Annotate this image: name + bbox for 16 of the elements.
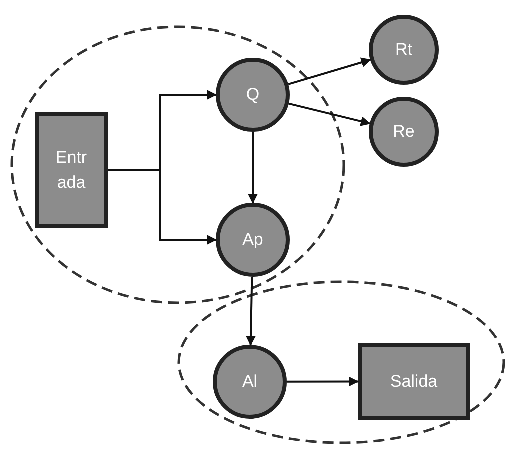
node-label: Rt [396, 39, 412, 62]
arrow [248, 132, 258, 204]
process-box [35, 112, 108, 228]
node-label: Entr ada [54, 146, 88, 194]
arrow [288, 102, 371, 126]
group-ellipse [10, 25, 346, 305]
arrow [246, 276, 256, 346]
arrow [287, 376, 359, 387]
node-label: Re [393, 121, 415, 144]
node-label: Ap [242, 229, 264, 252]
output-box [358, 343, 470, 420]
node-label: Q [246, 84, 260, 106]
group-ellipse [177, 280, 506, 445]
node-label: Salida [390, 370, 438, 393]
arrow [288, 58, 372, 86]
node-label: Al [242, 371, 258, 394]
